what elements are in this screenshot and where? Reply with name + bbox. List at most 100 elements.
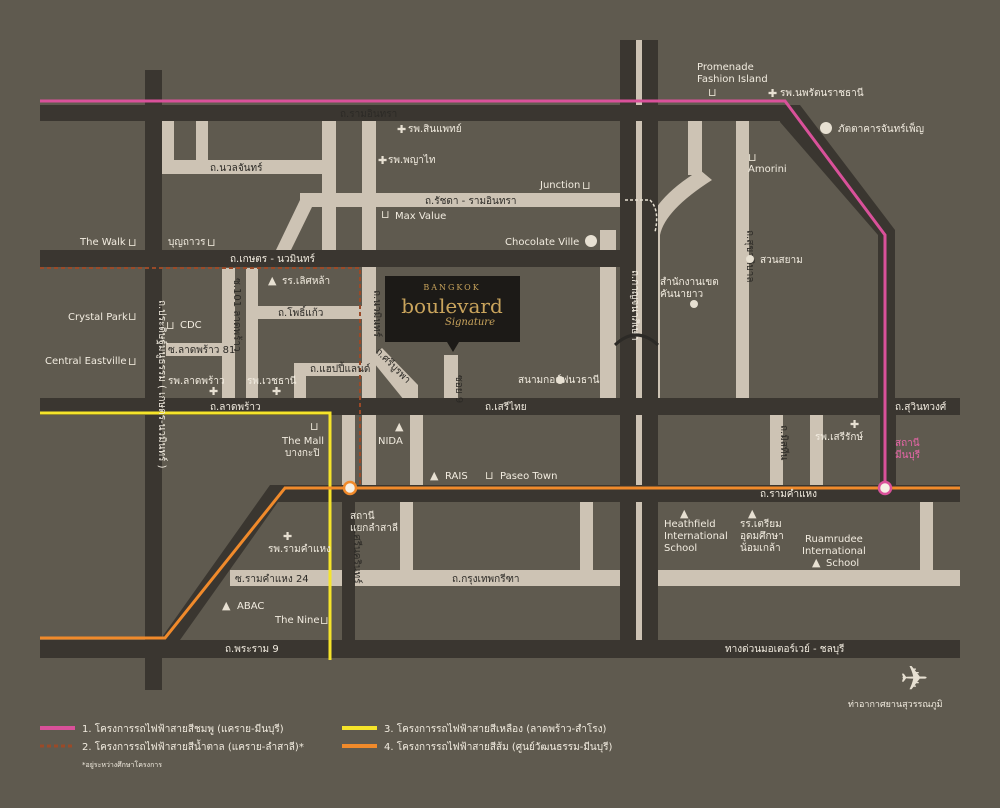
place-triam: รร.เตรียมอุดมศึกษาน้อมเกล้า [740, 518, 784, 554]
place-hosp-vejthani: รพ.เวชธานี [247, 375, 297, 387]
place-crystal-park: Crystal Park [68, 312, 128, 323]
shop-icon: ⊔ [485, 469, 494, 482]
place-max-value: Max Value [395, 211, 446, 222]
road-pho-kaew: ถ.โพธิ์แก้ว [278, 305, 323, 319]
place-school-lertlah: รร.เลิศหล้า [282, 275, 330, 287]
school-icon: ▲ [748, 507, 757, 520]
place-cdc: CDC [180, 320, 202, 331]
hospital-cross-icon: ✚ [850, 418, 859, 431]
shop-icon: ⊔ [320, 614, 329, 627]
school-icon: ▲ [222, 599, 231, 612]
metro-lines [40, 99, 960, 660]
road-nuanchan: ถ.นวลจันทร์ [210, 162, 263, 174]
road-pradit-manutham: ถ.ประดิษฐ์มนูธรรม ( เกษตร-นวมินทร์ ) [156, 300, 168, 469]
shop-icon: ⊔ [381, 208, 390, 221]
orange-line [40, 486, 960, 640]
road-nawamin: ถ.นวมินทร์ [371, 290, 383, 338]
brown-line [40, 267, 361, 488]
shop-icon: ⊔ [166, 319, 175, 332]
place-sinphaet: รพ.สินแพทย์ [408, 123, 462, 135]
flyover-curve-icon [649, 199, 658, 233]
road-ramkhamhaeng24: ซ.รามคำแหง 24 [235, 574, 309, 585]
place-nida: NIDA [378, 436, 403, 447]
place-paseo: Paseo Town [500, 471, 557, 482]
logo-script: Signature [445, 317, 495, 328]
road-mistine: ถ.มิสทีน [778, 425, 790, 461]
project-logo: BANGKOK boulevard Signature [385, 276, 520, 352]
place-the-nine: The Nine [274, 615, 320, 626]
restaurant-icon [820, 122, 832, 134]
road-ratchada-ramintra: ถ.รัชดา - รามอินทรา [425, 196, 516, 207]
place-suan-siam: สวนสยาม [760, 255, 803, 266]
shop-icon: ⊔ [207, 236, 216, 249]
shop-icon: ⊔ [708, 86, 717, 99]
minburi-station-marker [877, 480, 893, 496]
legend: 1. โครงการรถไฟฟ้าสายสีชมพู (แคราย-มีนบุร… [40, 722, 612, 769]
road-sukhumvit: ถ.สุวินทวงศ์ [895, 401, 947, 413]
school-icon: ▲ [812, 556, 821, 569]
yellow-line [40, 411, 332, 660]
hospital-cross-icon: ✚ [378, 154, 387, 167]
logo-top: BANGKOK [423, 283, 480, 292]
place-hosp-ramkhamhaeng: รพ.รามคำแหง [268, 544, 331, 555]
place-hosp-ladprao: รพ.ลาดพร้าว [168, 375, 225, 387]
school-icon: ▲ [680, 507, 689, 520]
place-station-lamsali: สถานีแยกลำสาลี [350, 510, 398, 534]
shop-icon: ⊔ [748, 151, 757, 164]
shop-icon: ⊔ [582, 179, 591, 192]
road-ramkhamhaeng: ถ.รามคำแหง [760, 489, 817, 500]
restaurant-icon [585, 235, 597, 247]
road-srinakarin: ถ.ศรีนครินทร์ [351, 525, 363, 584]
place-bunthaworn: บุญถาวร [168, 237, 206, 248]
park-dot-icon [746, 255, 754, 263]
road-happy-land: ถ.แฮปปี้แลนด์ [310, 361, 370, 375]
place-abac: ABAC [237, 601, 264, 612]
place-the-walk: The Walk [79, 237, 126, 248]
legend-item-2: 2. โครงการรถไฟฟ้าสายสีน้ำตาล (แคราย-ลำสา… [82, 739, 304, 753]
interchange-icon [613, 333, 660, 347]
place-phyathai: รพ.พญาไท [388, 154, 436, 166]
road-kanchanaphisek: ถ.กาญจนาภิเษก [629, 270, 640, 340]
pink-line [40, 99, 887, 488]
golf-dot-icon [556, 376, 564, 384]
road-ramintra: ถ.รามอินทรา [340, 109, 397, 120]
shop-icon: ⊔ [128, 310, 137, 323]
place-amorini: Amorini [748, 164, 787, 175]
road-seri-thai: ถ.เสรีไทย [485, 401, 527, 413]
place-hosp-serirak: รพ.เสรีรักษ์ [815, 431, 863, 443]
place-junction: Junction [539, 180, 580, 191]
legend-item-3: 3. โครงการรถไฟฟ้าสายสีเหลือง (ลาดพร้าว-ส… [384, 722, 606, 735]
legend-item-1: 1. โครงการรถไฟฟ้าสายสีชมพู (แคราย-มีนบุร… [82, 722, 284, 735]
place-station-minburi: สถานีมีนบุรี [895, 437, 921, 461]
road-soi101: ซ.101 ลาดพร้าว [231, 278, 243, 352]
place-central-eastville: Central Eastville [45, 356, 127, 367]
place-rais: RAIS [445, 471, 468, 482]
road-krungthep-kreetha: ถ.กรุงเทพกรีฑา [452, 573, 520, 585]
shop-icon: ⊔ [128, 236, 137, 249]
road-motorway: ทางด่วนมอเตอร์เวย์ - ชลบุรี [725, 643, 845, 655]
place-khet-office: สำนักงานเขตคันนายาว [660, 277, 719, 300]
logo-main: boulevard [401, 294, 503, 318]
hospital-cross-icon: ✚ [209, 385, 218, 398]
place-phattakhan: ภัตตาคารจันทร์เพ็ญ [838, 121, 924, 135]
lamsali-station-marker [342, 480, 358, 496]
place-airport: ท่าอากาศยานสุวรรณภูมิ [848, 699, 943, 710]
road-ladprao81: ซ.ลาดพร้าว 81 [168, 344, 235, 356]
school-icon: ▲ [395, 420, 404, 433]
shop-icon: ⊔ [310, 420, 319, 433]
school-icon: ▲ [430, 469, 439, 482]
hospital-cross-icon: ✚ [397, 123, 406, 136]
airplane-icon: ✈ [900, 659, 929, 699]
shop-icon: ⊔ [128, 355, 137, 368]
hospital-cross-icon: ✚ [768, 87, 777, 100]
hospital-cross-icon: ✚ [283, 530, 292, 543]
school-icon: ▲ [268, 274, 277, 287]
legend-note: *อยู่ระหว่างศึกษาโครงการ [82, 760, 162, 769]
road-serithai-soi9: ซอย 9 [453, 375, 464, 403]
legend-item-4: 4. โครงการรถไฟฟ้าสายสีส้ม (ศูนย์วัฒนธรรม… [384, 740, 612, 753]
